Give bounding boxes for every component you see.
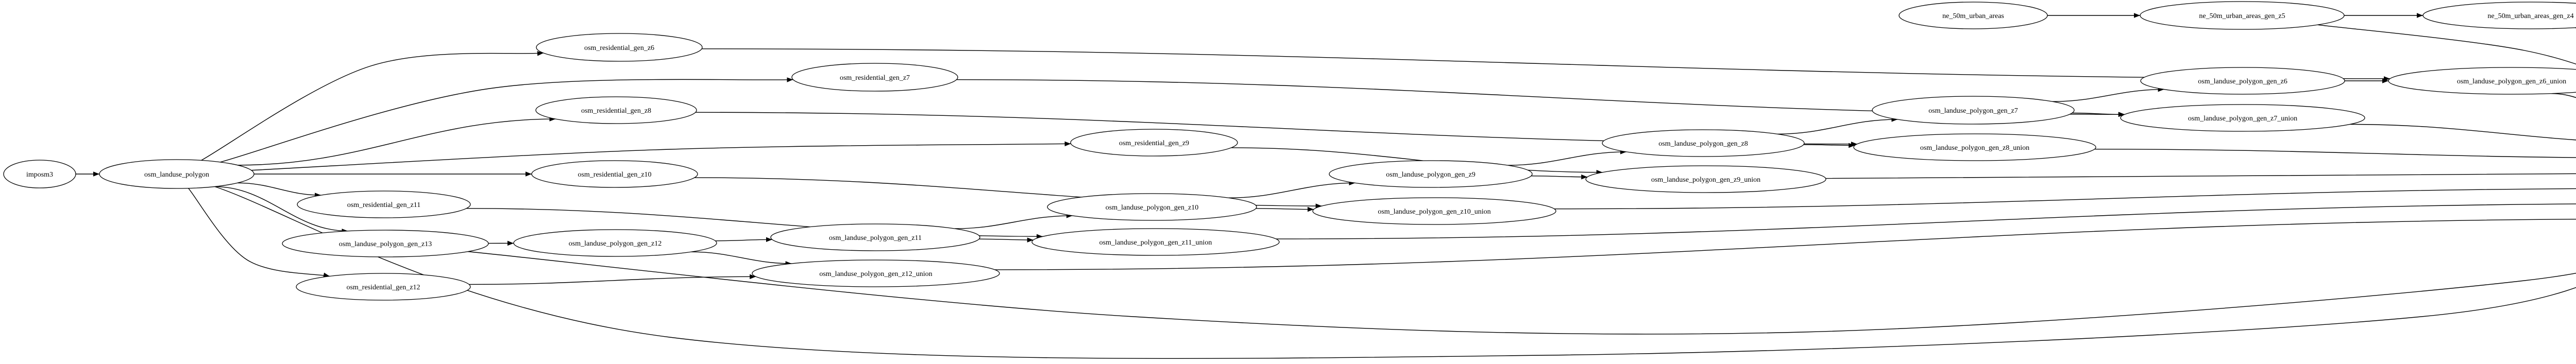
node-osm_landuse_polygon_gen_z10_union: osm_landuse_polygon_gen_z10_union bbox=[1313, 198, 1556, 224]
node-label-ne_50m_urban_areas: ne_50m_urban_areas bbox=[1942, 12, 2004, 20]
edge-osm_residential_gen_z12--osm_landuse_polygon_gen_z12_union bbox=[469, 276, 756, 284]
node-imposm3: imposm3 bbox=[4, 160, 76, 188]
node-osm_landuse_polygon_gen_z13: osm_landuse_polygon_gen_z13 bbox=[282, 230, 488, 257]
node-osm_residential_gen_z7: osm_residential_gen_z7 bbox=[792, 63, 958, 91]
node-label-osm_landuse_polygon_gen_z10: osm_landuse_polygon_gen_z10 bbox=[1106, 204, 1198, 212]
node-label-osm_landuse_polygon_gen_z9: osm_landuse_polygon_gen_z9 bbox=[1386, 171, 1475, 179]
node-osm_landuse_polygon_gen_z7: osm_landuse_polygon_gen_z7 bbox=[1872, 96, 2074, 124]
node-label-osm_landuse_polygon_gen_z13: osm_landuse_polygon_gen_z13 bbox=[339, 240, 432, 248]
edge-layer bbox=[76, 15, 2576, 358]
node-osm_landuse_polygon_gen_z9: osm_landuse_polygon_gen_z9 bbox=[1329, 161, 1532, 187]
edge-osm_landuse_polygon_gen_z12--osm_landuse_polygon_gen_z12_union bbox=[691, 252, 792, 264]
edge-osm_landuse_polygon_gen_z7_union--layer_landuse-z7 bbox=[2350, 124, 2576, 143]
edge-osm_landuse_polygon_gen_z13--layer_landuse-z13 bbox=[468, 234, 2576, 334]
node-osm_residential_gen_z8: osm_residential_gen_z8 bbox=[536, 97, 697, 124]
node-osm_landuse_polygon_gen_z11: osm_landuse_polygon_gen_z11 bbox=[771, 224, 980, 251]
node-ne_50m_urban_areas: ne_50m_urban_areas bbox=[1899, 2, 2047, 29]
node-osm_residential_gen_z10: osm_residential_gen_z10 bbox=[532, 161, 698, 187]
node-osm_residential_gen_z9: osm_residential_gen_z9 bbox=[1071, 129, 1238, 156]
node-osm_landuse_polygon_gen_z10: osm_landuse_polygon_gen_z10 bbox=[1047, 194, 1257, 220]
edge-osm_landuse_polygon_gen_z9--osm_landuse_polygon_gen_z9_union bbox=[1531, 176, 1587, 177]
node-label-osm_landuse_polygon: osm_landuse_polygon bbox=[144, 171, 209, 179]
node-label-osm_residential_gen_z11: osm_residential_gen_z11 bbox=[347, 201, 421, 209]
edge-osm_landuse_polygon_gen_z9_union--layer_landuse-z9 bbox=[1826, 173, 2576, 178]
node-label-osm_landuse_polygon_gen_z11_union: osm_landuse_polygon_gen_z11_union bbox=[1099, 239, 1212, 247]
node-label-osm_residential_gen_z10: osm_residential_gen_z10 bbox=[578, 171, 651, 179]
edge-osm_landuse_polygon_gen_z8_union--layer_landuse-z8 bbox=[2095, 149, 2576, 158]
node-ne_50m_urban_areas_gen_z4: ne_50m_urban_areas_gen_z4 bbox=[2423, 2, 2576, 29]
edge-osm_landuse_polygon_gen_z7--osm_landuse_polygon_gen_z6 bbox=[2053, 90, 2164, 102]
edge-osm_landuse_polygon_gen_z8--osm_landuse_polygon_gen_z8_union bbox=[1804, 145, 1855, 146]
edge-osm_landuse_polygon_gen_z11--osm_landuse_polygon_gen_z11_union bbox=[979, 239, 1033, 240]
node-osm_residential_gen_z11: osm_residential_gen_z11 bbox=[297, 191, 470, 218]
node-label-osm_residential_gen_z7: osm_residential_gen_z7 bbox=[840, 74, 910, 82]
edge-osm_landuse_polygon_gen_z10--osm_landuse_polygon_gen_z10_union bbox=[1256, 209, 1314, 210]
node-label-osm_landuse_polygon_gen_z8: osm_landuse_polygon_gen_z8 bbox=[1658, 140, 1748, 148]
node-osm_landuse_polygon_gen_z12: osm_landuse_polygon_gen_z12 bbox=[514, 230, 717, 256]
node-ne_50m_urban_areas_gen_z5: ne_50m_urban_areas_gen_z5 bbox=[2140, 2, 2344, 29]
node-label-ne_50m_urban_areas_gen_z4: ne_50m_urban_areas_gen_z4 bbox=[2487, 12, 2573, 20]
node-layer: imposm3 osm_landuse_polygon osm_residentia… bbox=[4, 2, 2576, 300]
node-osm_landuse_polygon_gen_z8: osm_landuse_polygon_gen_z8 bbox=[1602, 130, 1804, 157]
edge-osm_landuse_polygon--osm_residential_gen_z7 bbox=[221, 79, 793, 162]
node-label-imposm3: imposm3 bbox=[26, 171, 53, 179]
node-osm_landuse_polygon: osm_landuse_polygon bbox=[99, 160, 254, 188]
node-label-osm_landuse_polygon_gen_z7_union: osm_landuse_polygon_gen_z7_union bbox=[2188, 115, 2297, 123]
node-label-osm_residential_gen_z9: osm_residential_gen_z9 bbox=[1119, 140, 1189, 147]
edge-osm_landuse_polygon_gen_z12--osm_landuse_polygon_gen_z11 bbox=[715, 239, 772, 240]
edge-osm_landuse_polygon--osm_residential_gen_z6 bbox=[201, 53, 544, 160]
node-osm_landuse_polygon_gen_z8_union: osm_landuse_polygon_gen_z8_union bbox=[1854, 134, 2096, 161]
edge-osm_landuse_polygon_gen_z11--osm_landuse_polygon_gen_z10 bbox=[955, 216, 1073, 229]
node-osm_residential_gen_z6: osm_residential_gen_z6 bbox=[536, 33, 702, 61]
node-label-osm_landuse_polygon_gen_z9_union: osm_landuse_polygon_gen_z9_union bbox=[1651, 176, 1760, 184]
node-label-osm_landuse_polygon_gen_z12: osm_landuse_polygon_gen_z12 bbox=[569, 240, 662, 248]
node-label-osm_landuse_polygon_gen_z7: osm_landuse_polygon_gen_z7 bbox=[1928, 107, 2018, 115]
node-osm_landuse_polygon_gen_z7_union: osm_landuse_polygon_gen_z7_union bbox=[2121, 105, 2365, 131]
node-osm_landuse_polygon_gen_z11_union: osm_landuse_polygon_gen_z11_union bbox=[1032, 229, 1279, 255]
node-osm_landuse_polygon_gen_z6_union: osm_landuse_polygon_gen_z6_union bbox=[2388, 67, 2576, 94]
node-label-osm_residential_gen_z12: osm_residential_gen_z12 bbox=[346, 284, 420, 291]
node-osm_landuse_polygon_gen_z12_union: osm_landuse_polygon_gen_z12_union bbox=[752, 260, 999, 287]
node-osm_residential_gen_z12: osm_residential_gen_z12 bbox=[296, 273, 470, 300]
edge-osm_landuse_polygon_gen_z8--osm_landuse_polygon_gen_z7 bbox=[1777, 119, 1897, 134]
node-label-osm_residential_gen_z8: osm_residential_gen_z8 bbox=[581, 107, 651, 115]
edge-osm_landuse_polygon_gen_z9--osm_landuse_polygon_gen_z8 bbox=[1507, 152, 1626, 165]
node-label-osm_residential_gen_z6: osm_residential_gen_z6 bbox=[584, 44, 654, 52]
node-label-ne_50m_urban_areas_gen_z5: ne_50m_urban_areas_gen_z5 bbox=[2199, 12, 2285, 20]
node-label-osm_landuse_polygon_gen_z6: osm_landuse_polygon_gen_z6 bbox=[2198, 78, 2287, 85]
edge-osm_landuse_polygon_gen_z6_union--layer_landuse-z6 bbox=[2551, 94, 2576, 128]
node-label-osm_landuse_polygon_gen_z11: osm_landuse_polygon_gen_z11 bbox=[829, 234, 922, 242]
edge-osm_landuse_polygon_gen_z10--osm_landuse_polygon_gen_z9 bbox=[1229, 183, 1355, 198]
node-osm_landuse_polygon_gen_z6: osm_landuse_polygon_gen_z6 bbox=[2141, 67, 2345, 94]
node-label-osm_landuse_polygon_gen_z8_union: osm_landuse_polygon_gen_z8_union bbox=[1920, 144, 2029, 152]
node-label-osm_landuse_polygon_gen_z12_union: osm_landuse_polygon_gen_z12_union bbox=[819, 270, 932, 278]
node-label-osm_landuse_polygon_gen_z6_union: osm_landuse_polygon_gen_z6_union bbox=[2457, 78, 2566, 85]
node-label-osm_landuse_polygon_gen_z10_union: osm_landuse_polygon_gen_z10_union bbox=[1378, 208, 1490, 216]
node-osm_landuse_polygon_gen_z9_union: osm_landuse_polygon_gen_z9_union bbox=[1586, 166, 1826, 193]
